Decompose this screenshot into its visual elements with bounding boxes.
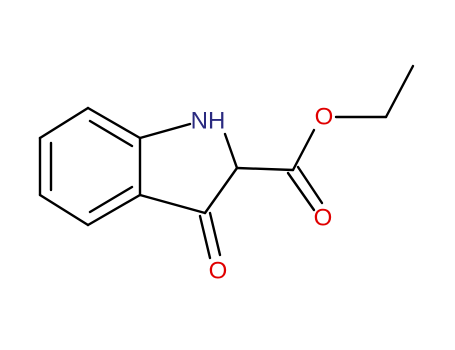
bond [86,106,142,140]
bond [223,132,239,170]
benzene-ring [38,106,142,227]
bond [384,64,415,119]
bond [38,193,90,227]
nitrogen-label: NH [191,107,226,134]
bond-double [88,185,134,214]
ketone-carbonyl [198,211,222,260]
pyrrolinone-ring [138,122,239,215]
ketone-oxygen-label: O [209,257,228,284]
bond [86,193,142,227]
bond [235,166,295,172]
bond-double [88,119,134,148]
carbonyl-oxygen-label: O [314,204,333,231]
ester-oxygen-label: O [315,103,334,130]
bond [38,106,90,140]
bond [208,211,222,257]
bond [138,193,207,215]
ester-group [235,64,415,212]
bond [286,171,316,212]
bond [198,214,212,260]
bond [296,165,324,205]
bond [138,122,192,140]
bond [291,128,316,172]
bond [203,166,239,215]
